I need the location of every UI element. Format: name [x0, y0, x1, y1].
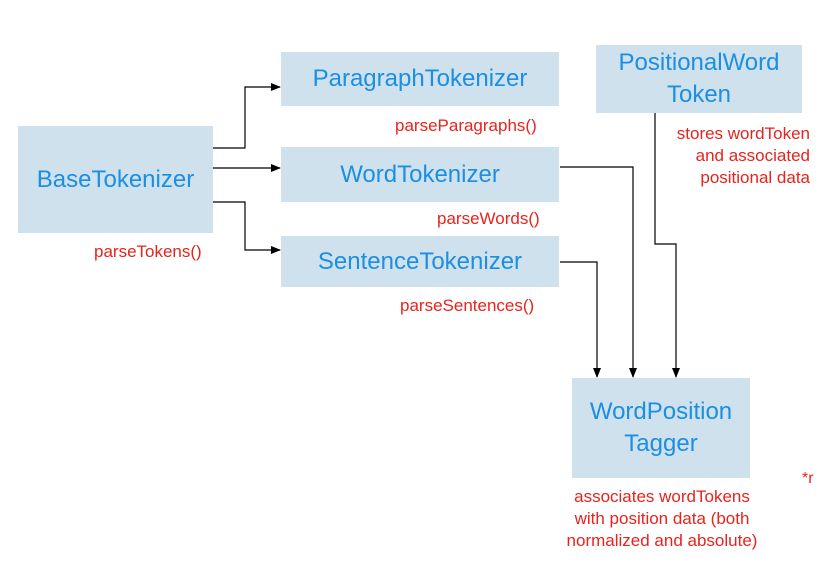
- node-sentence-tokenizer: SentenceTokenizer: [281, 236, 559, 287]
- node-paragraph-tokenizer: ParagraphTokenizer: [281, 52, 559, 106]
- corner-mark: *r: [802, 470, 814, 487]
- note-parse-words: parseWords(): [437, 209, 540, 228]
- note-parse-sentences: parseSentences(): [400, 296, 535, 315]
- node-word-tokenizer-label: WordTokenizer: [340, 160, 500, 188]
- node-base-tokenizer-label: BaseTokenizer: [36, 165, 195, 193]
- node-word-position-tagger: WordPosition Tagger: [572, 378, 750, 478]
- connector-base-to-paragraph: [213, 83, 281, 149]
- node-sentence-tokenizer-label: SentenceTokenizer: [317, 247, 523, 275]
- node-base-tokenizer: BaseTokenizer: [18, 126, 213, 233]
- connector-word-to-tagger: [560, 166, 637, 378]
- node-word-tokenizer: WordTokenizer: [281, 147, 559, 202]
- connector-positional-to-tagger: [654, 112, 680, 378]
- note-positional-description: stores wordToken and associated position…: [676, 124, 810, 187]
- node-paragraph-tokenizer-label: ParagraphTokenizer: [312, 65, 528, 92]
- connector-sentence-to-tagger: [560, 261, 601, 378]
- node-word-position-tagger-label: WordPosition Tagger: [589, 398, 733, 457]
- note-parse-tokens: parseTokens(): [94, 242, 202, 261]
- note-tagger-description: associates wordTokens with position data…: [566, 487, 758, 550]
- connector-base-to-sentence: [213, 201, 281, 254]
- node-positional-word-token-label: PositionalWord Token: [618, 49, 780, 108]
- note-parse-paragraphs: parseParagraphs(): [395, 116, 537, 135]
- node-positional-word-token: PositionalWord Token: [596, 45, 802, 113]
